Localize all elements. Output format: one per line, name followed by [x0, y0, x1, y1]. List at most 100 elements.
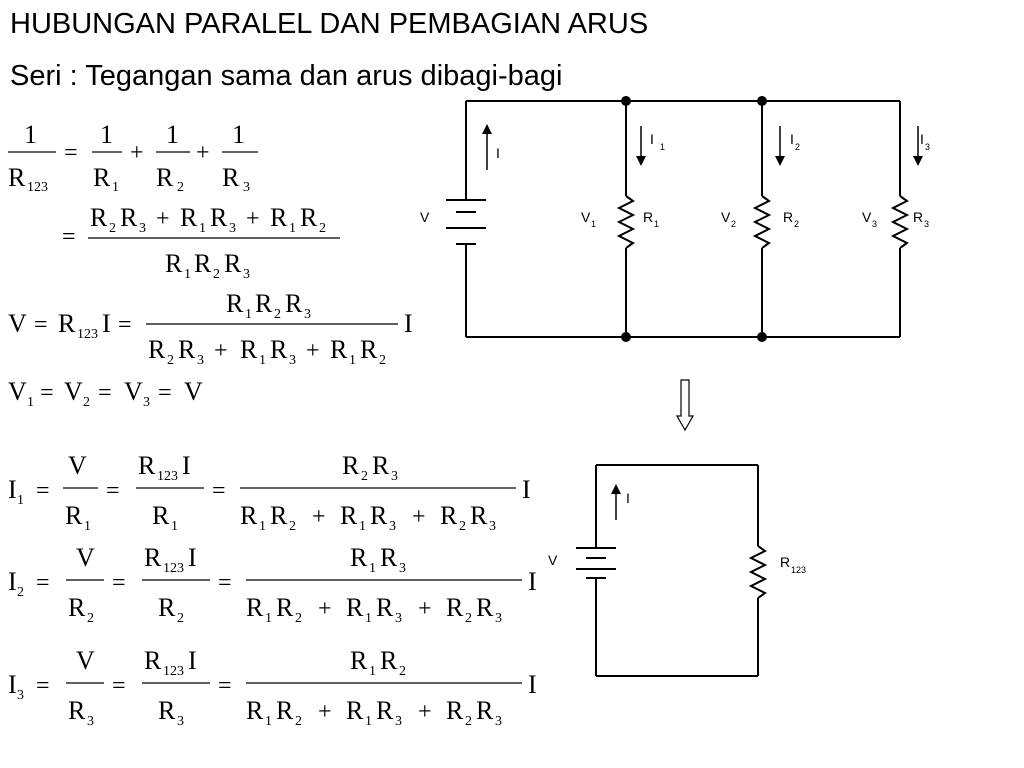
- branch-3: I 3 V 3 R 3: [862, 101, 930, 337]
- equivalent-arrow-down-icon: [675, 379, 695, 432]
- equivalent-circuit-diagram: V I R 123: [548, 464, 806, 677]
- svg-text:3: 3: [389, 519, 396, 534]
- svg-text:1: 1: [100, 120, 113, 149]
- svg-text:123: 123: [163, 664, 184, 679]
- svg-text:R: R: [240, 335, 258, 364]
- svg-text:R: R: [158, 696, 176, 725]
- svg-text:1: 1: [184, 267, 191, 282]
- svg-text:3: 3: [197, 353, 204, 368]
- svg-text:R: R: [152, 501, 170, 530]
- branch-1: I 1 V 1 R 1: [581, 101, 665, 337]
- svg-text:R: R: [8, 163, 26, 192]
- svg-text:R: R: [65, 501, 83, 530]
- svg-text:3: 3: [289, 353, 296, 368]
- svg-text:R: R: [58, 309, 76, 338]
- main-current-label: I: [496, 145, 500, 161]
- svg-text:3: 3: [143, 395, 150, 410]
- svg-text:123: 123: [27, 180, 48, 195]
- svg-text:R: R: [240, 501, 258, 530]
- svg-text:2: 2: [319, 221, 326, 236]
- svg-text:R: R: [446, 696, 464, 725]
- svg-text:3: 3: [243, 267, 250, 282]
- svg-text:I: I: [522, 475, 531, 504]
- resistor-r2-symbol: [752, 195, 772, 249]
- svg-text:V: V: [64, 377, 83, 406]
- svg-text:1: 1: [369, 561, 376, 576]
- svg-text:2: 2: [167, 353, 174, 368]
- equation-total-resistance-combined: = R 2 R 3 + R 1 R 3 + R 1 R 2 R 1 R 2 R …: [62, 203, 340, 282]
- svg-text:2: 2: [177, 180, 184, 195]
- svg-text:2: 2: [274, 307, 281, 322]
- svg-text:2: 2: [83, 395, 90, 410]
- equation-equal-voltages: V 1 = V 2 = V 3 = V: [8, 377, 203, 410]
- svg-text:2: 2: [465, 611, 472, 626]
- svg-text:R: R: [165, 249, 183, 278]
- svg-text:=: =: [36, 478, 50, 504]
- svg-text:2: 2: [289, 519, 296, 534]
- resistor-r1-symbol: [616, 195, 636, 249]
- svg-text:3: 3: [924, 219, 929, 229]
- branch-current-label: I: [650, 131, 654, 147]
- svg-text:R: R: [330, 335, 348, 364]
- svg-text:+: +: [196, 140, 210, 166]
- svg-text:I: I: [8, 670, 17, 699]
- svg-text:R: R: [376, 696, 394, 725]
- svg-text:123: 123: [157, 469, 178, 484]
- svg-text:R: R: [350, 543, 368, 572]
- svg-text:I: I: [528, 670, 537, 699]
- svg-text:V: V: [8, 309, 27, 338]
- svg-text:+: +: [312, 504, 326, 530]
- svg-text:+: +: [306, 338, 320, 364]
- svg-text:=: =: [40, 380, 54, 406]
- svg-text:R: R: [376, 593, 394, 622]
- svg-text:+: +: [318, 699, 332, 725]
- svg-text:R: R: [148, 335, 166, 364]
- svg-text:R: R: [210, 203, 228, 232]
- svg-text:=: =: [64, 140, 78, 166]
- svg-text:3: 3: [925, 142, 930, 152]
- branch-voltage-label: V: [862, 209, 872, 225]
- svg-text:V: V: [76, 543, 95, 572]
- svg-text:R: R: [476, 696, 494, 725]
- equivalent-resistor-label: R: [780, 554, 790, 570]
- svg-text:1: 1: [359, 519, 366, 534]
- svg-text:1: 1: [365, 611, 372, 626]
- svg-text:V: V: [124, 377, 143, 406]
- slide-title: HUBUNGAN PARALEL DAN PEMBAGIAN ARUS: [10, 8, 649, 40]
- svg-text:R: R: [158, 593, 176, 622]
- svg-text:3: 3: [495, 611, 502, 626]
- svg-text:I: I: [102, 309, 111, 338]
- svg-text:2: 2: [459, 519, 466, 534]
- svg-text:=: =: [98, 380, 112, 406]
- svg-text:3: 3: [872, 219, 877, 229]
- resistor-r3-symbol: [890, 195, 910, 249]
- svg-text:R: R: [93, 163, 111, 192]
- svg-text:I: I: [182, 451, 191, 480]
- svg-text:1: 1: [591, 219, 596, 229]
- svg-text:1: 1: [171, 519, 178, 534]
- branch-2: I 2 V 2 R 2: [721, 101, 800, 337]
- equivalent-source-label: V: [548, 552, 558, 568]
- current-arrow-down-icon: [775, 126, 785, 166]
- svg-text:2: 2: [465, 714, 472, 729]
- svg-text:3: 3: [399, 561, 406, 576]
- svg-text:1: 1: [232, 120, 245, 149]
- svg-text:+: +: [214, 338, 228, 364]
- svg-text:3: 3: [229, 221, 236, 236]
- svg-text:R: R: [346, 593, 364, 622]
- svg-text:123: 123: [77, 327, 98, 342]
- svg-text:2: 2: [177, 611, 184, 626]
- svg-text:=: =: [158, 380, 172, 406]
- svg-text:R: R: [470, 501, 488, 530]
- svg-text:3: 3: [139, 221, 146, 236]
- svg-text:R: R: [380, 543, 398, 572]
- svg-text:2: 2: [213, 267, 220, 282]
- svg-text:1: 1: [199, 221, 206, 236]
- svg-text:1: 1: [654, 219, 659, 229]
- svg-text:=: =: [34, 312, 48, 338]
- equation-current-i2: I 2 = V R 2 = R 123 I R 2 = R 1 R 3 R 1 …: [8, 543, 537, 626]
- svg-text:R: R: [194, 249, 212, 278]
- equation-total-resistance: 1 R 123 = 1 R 1 + 1 R 2 + 1 R 3: [8, 120, 258, 195]
- svg-text:3: 3: [17, 688, 24, 703]
